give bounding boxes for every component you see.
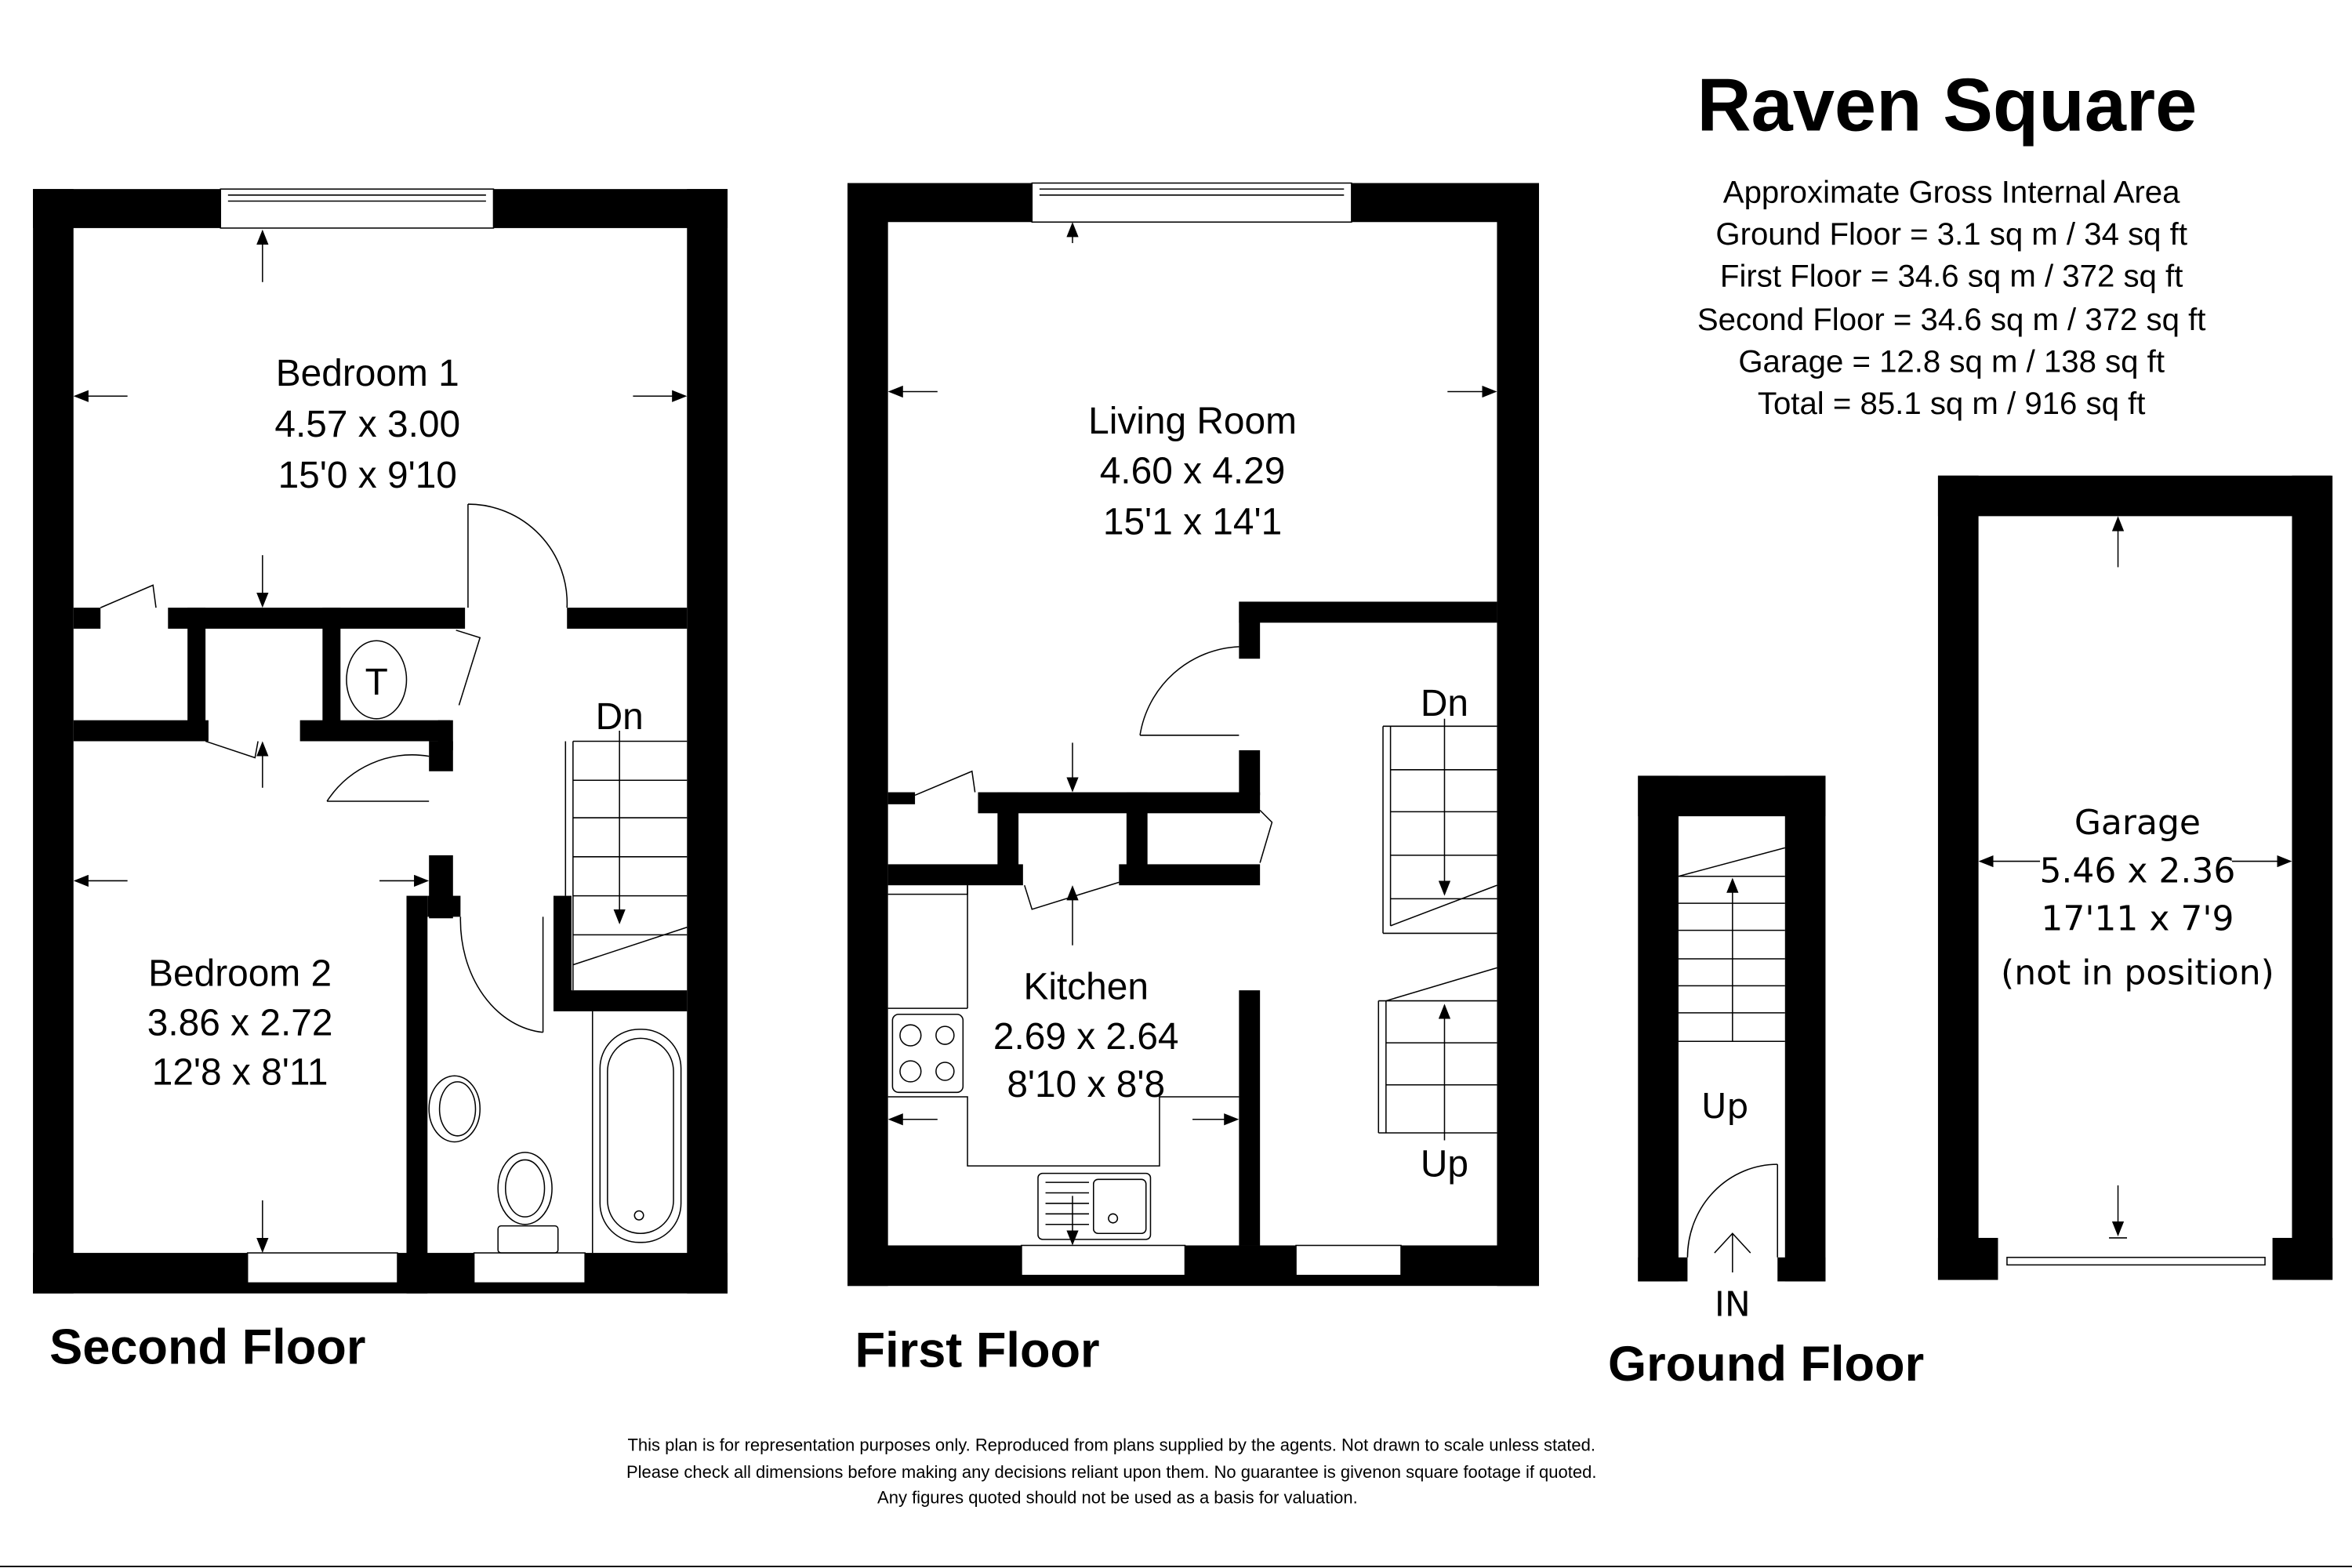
bedroom1-metric: 4.57 x 3.00 xyxy=(274,404,460,445)
kitchen-imperial: 8'10 x 8'8 xyxy=(1007,1064,1165,1105)
window-icon xyxy=(1031,182,1352,223)
living-room-metric: 4.60 x 4.29 xyxy=(1100,450,1286,492)
window-icon xyxy=(1021,1244,1186,1281)
bedroom2-imperial: 12'8 x 8'11 xyxy=(152,1052,328,1094)
garage-note: (not in position) xyxy=(2001,953,2274,993)
property-title: Raven Square xyxy=(1697,63,2197,147)
stairs-down-label: Dn xyxy=(596,696,644,738)
first-stairs-up-label: Up xyxy=(1421,1143,1468,1185)
bedroom2-name: Bedroom 2 xyxy=(148,953,332,994)
hob-icon xyxy=(891,1014,964,1094)
bathtub-icon xyxy=(591,1011,682,1254)
area-total: Total = 85.1 sq m / 916 sq ft xyxy=(1758,386,2146,421)
staircase-icon xyxy=(1377,967,1497,1141)
living-room-name: Living Room xyxy=(1088,401,1297,442)
sink-icon xyxy=(428,1075,481,1143)
tank-symbol: T xyxy=(365,662,388,703)
area-ground-floor: Ground Floor = 3.1 sq m / 34 sq ft xyxy=(1715,216,2187,252)
area-heading: Approximate Gross Internal Area xyxy=(1723,174,2180,209)
kitchen-units xyxy=(887,885,1240,1167)
entrance-label: IN xyxy=(1715,1284,1751,1324)
ground-stairs-up-label: Up xyxy=(1701,1087,1748,1127)
garage-metric: 5.46 x 2.36 xyxy=(2039,851,2235,891)
staircase-icon xyxy=(564,731,688,991)
kitchen-metric: 2.69 x 2.64 xyxy=(993,1016,1179,1058)
area-first-floor: First Floor = 34.6 sq m / 372 sq ft xyxy=(1720,259,2183,294)
living-room-imperial: 15'1 x 14'1 xyxy=(1103,501,1282,543)
second-floor-plan: T xyxy=(33,188,728,1375)
disclaimer-line-3: Any figures quoted should not be used as… xyxy=(877,1488,1358,1508)
bedroom1-name: Bedroom 1 xyxy=(276,353,459,394)
bedroom2-metric: 3.86 x 2.72 xyxy=(147,1003,333,1044)
sink-icon xyxy=(1037,1172,1152,1240)
area-second-floor: Second Floor = 34.6 sq m / 372 sq ft xyxy=(1697,302,2206,337)
door-icon xyxy=(1139,646,1240,736)
ground-floor-label: Ground Floor xyxy=(1608,1337,1924,1392)
door-icon xyxy=(459,916,544,1033)
garage-plan: Garage 5.46 x 2.36 17'11 x 7'9 (not in p… xyxy=(1937,475,2333,1280)
staircase-icon xyxy=(1382,718,1497,935)
door-icon xyxy=(467,503,568,608)
first-floor-label: First Floor xyxy=(855,1323,1100,1378)
garage-door-icon xyxy=(2006,1257,2266,1266)
kitchen-name: Kitchen xyxy=(1023,967,1149,1008)
window-icon xyxy=(1295,1244,1402,1281)
staircase-icon xyxy=(1678,847,1785,1042)
first-stairs-down-label: Dn xyxy=(1421,683,1468,724)
disclaimer-line-2: Please check all dimensions before makin… xyxy=(626,1462,1596,1482)
first-floor-plan: Dn Up xyxy=(847,182,1540,1378)
ground-floor-plan: Up IN Ground Floor xyxy=(1608,775,1924,1392)
garage-name: Garage xyxy=(2074,803,2201,843)
garage-imperial: 17'11 x 7'9 xyxy=(2041,899,2234,939)
area-garage: Garage = 12.8 sq m / 138 sq ft xyxy=(1738,344,2165,379)
door-icon xyxy=(326,754,430,802)
bedroom1-imperial: 15'0 x 9'10 xyxy=(278,455,457,496)
window-icon xyxy=(473,1252,586,1288)
toilet-icon xyxy=(497,1152,559,1254)
entrance-door-icon xyxy=(1686,1163,1778,1272)
window-icon xyxy=(220,188,495,229)
window-icon xyxy=(246,1252,398,1288)
disclaimer-line-1: This plan is for representation purposes… xyxy=(627,1436,1595,1455)
second-floor-label: Second Floor xyxy=(49,1320,365,1375)
